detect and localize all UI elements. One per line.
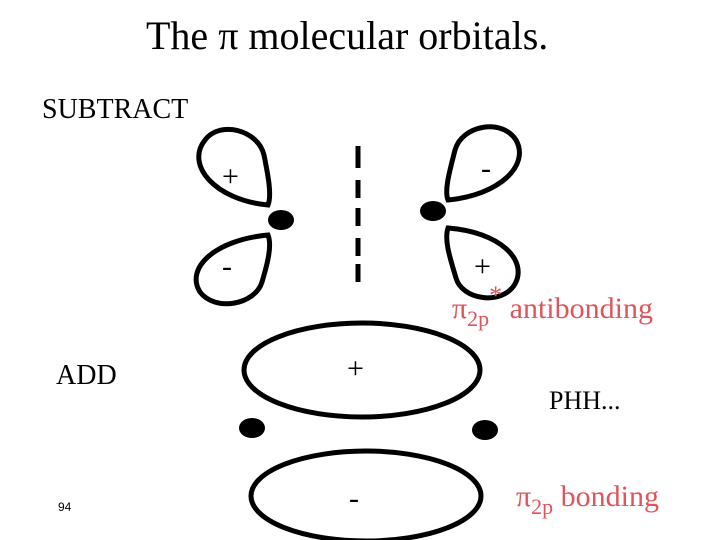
bonding-subscript: 2p [531,494,554,519]
right-nucleus [420,201,446,221]
slide-number: 94 [58,500,72,514]
antibonding-label: π2p* antibonding [452,283,653,330]
page-title: The π molecular orbitals. [146,13,549,58]
sign-left-bottom: - [222,250,232,283]
sign-right-bottom: + [474,250,491,283]
right-bottom-lobe [444,225,521,301]
bonding-label: π2p bonding [516,480,659,518]
antibonding-text: antibonding [509,292,653,325]
phh-label: PHH... [549,386,621,415]
antibonding-star: * [489,281,503,310]
left-p-orbital [193,126,294,307]
antibonding-pi-symbol: π [452,292,468,325]
right-top-lobe [444,124,522,203]
bonding-bottom-lobe [248,448,484,540]
bonding-top-lobe [241,320,483,420]
bonding-left-nucleus [239,418,265,438]
bonding-pi-symbol: π [516,480,532,513]
bonding-text: bonding [560,480,659,513]
left-nucleus [268,210,294,230]
sign-right-top: - [481,152,491,185]
subtract-label: SUBTRACT [42,94,189,125]
bonding-orbital [239,320,498,540]
add-label: ADD [56,360,117,391]
antibonding-subscript: 2p [467,306,490,331]
bonding-right-nucleus [472,420,498,440]
sign-bond-top: + [347,352,364,385]
sign-left-top: + [222,160,239,193]
sign-bond-bottom: - [349,482,359,515]
right-p-orbital [420,124,522,301]
left-bottom-lobe [193,232,273,307]
left-top-lobe [196,126,273,208]
